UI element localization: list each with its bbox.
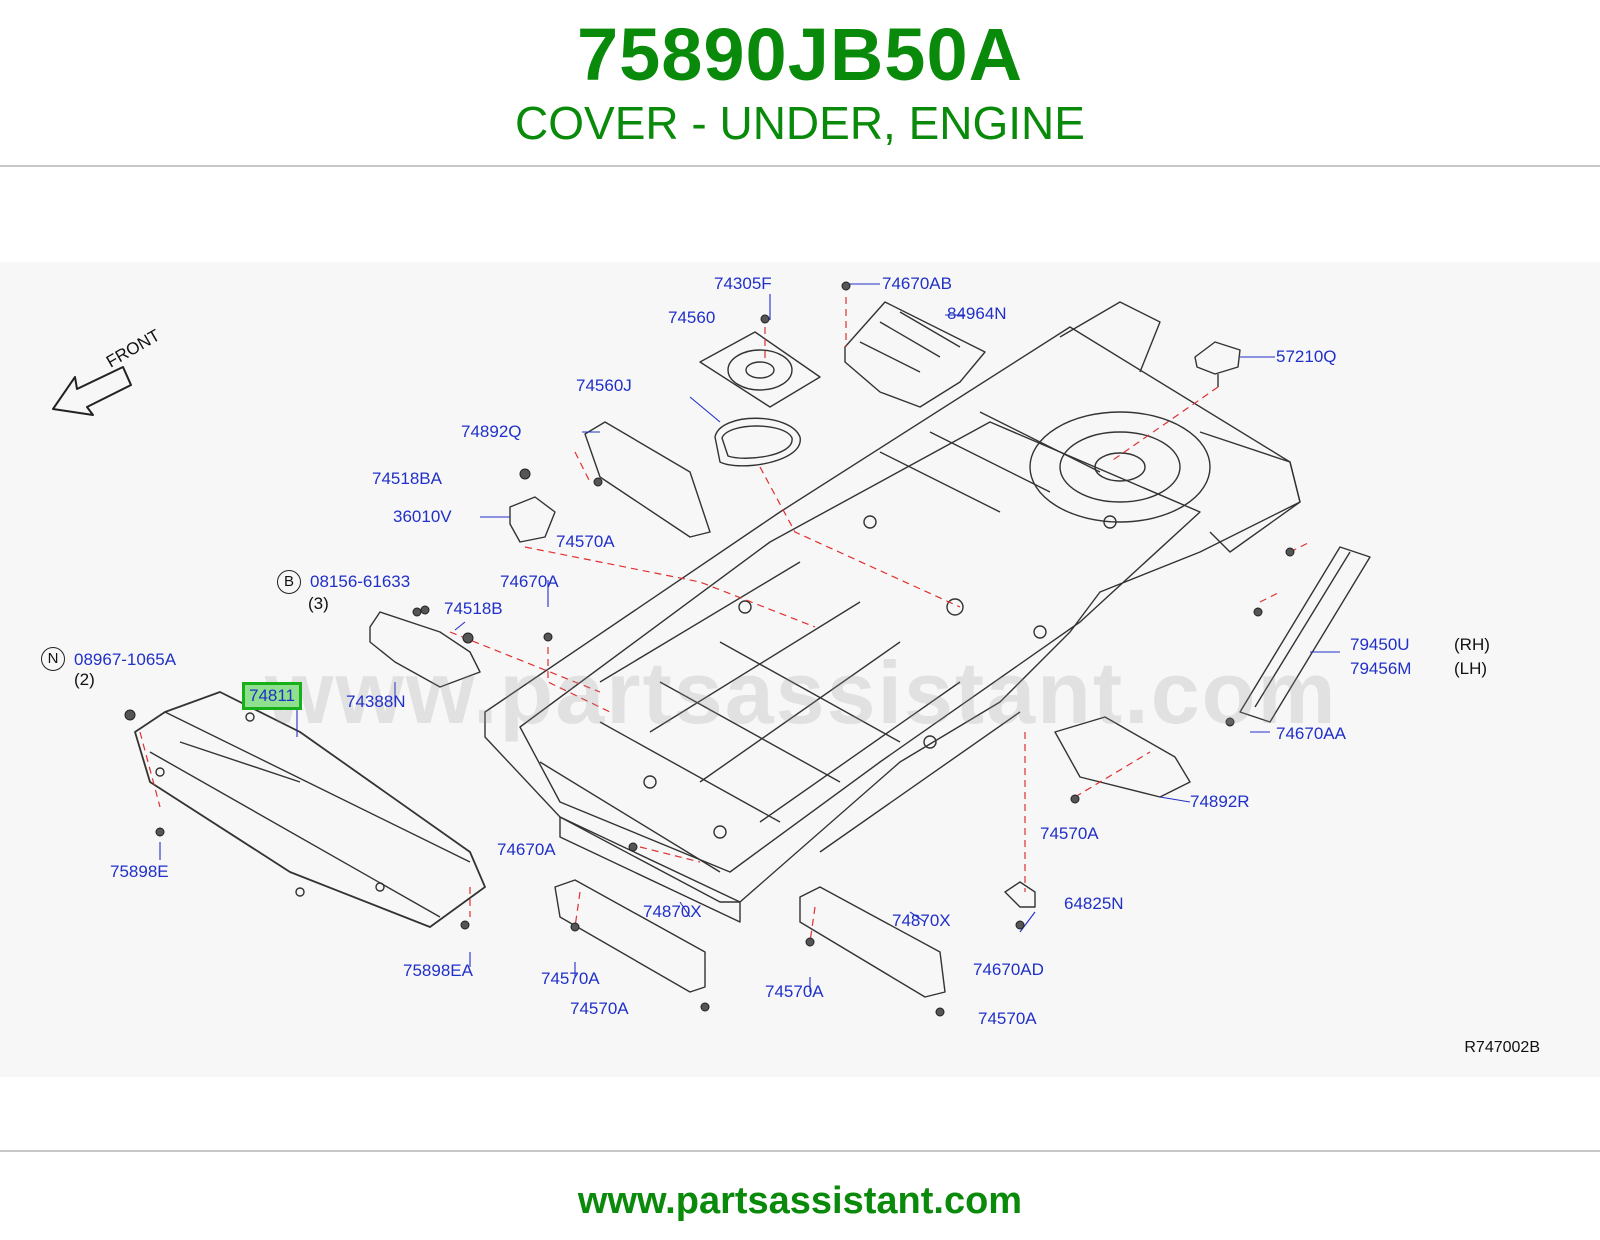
floor-pan-inner (519, 421, 1201, 873)
callout-74570A-right[interactable]: 74570A (1040, 824, 1099, 843)
callout-74670AB[interactable]: 74670AB (882, 274, 952, 293)
quantity-08156: (3) (308, 594, 329, 613)
callout-79450U[interactable]: 79450U (1350, 635, 1410, 654)
callout-75898E[interactable]: 75898E (110, 862, 169, 881)
callout-08156-61633[interactable]: 08156-61633 (310, 572, 411, 591)
pan-74560 (699, 331, 821, 408)
side-rh: (RH) (1454, 635, 1490, 654)
callout-74670A-lower[interactable]: 74670A (497, 840, 556, 859)
callout-74305F[interactable]: 74305F (714, 274, 772, 293)
callout-74388N[interactable]: 74388N (346, 692, 406, 711)
nut-57210Q (1194, 341, 1241, 375)
floor-pan-outline (484, 326, 1301, 903)
callout-74892R[interactable]: 74892R (1190, 792, 1250, 811)
callout-74892Q[interactable]: 74892Q (461, 422, 522, 441)
rail-74870X-left (554, 879, 706, 993)
bracket-74892Q (584, 421, 711, 538)
callout-74560J[interactable]: 74560J (576, 376, 632, 395)
bracket-74388N (369, 611, 481, 688)
clip-64825N (1004, 881, 1036, 908)
callout-74670AD[interactable]: 74670AD (973, 960, 1044, 979)
callout-74518B[interactable]: 74518B (444, 599, 503, 618)
callout-57210Q[interactable]: 57210Q (1276, 347, 1337, 366)
callout-84964N[interactable]: 84964N (947, 304, 1007, 323)
callout-74670AA[interactable]: 74670AA (1276, 724, 1346, 743)
callout-74870X-left[interactable]: 74870X (643, 902, 702, 921)
callout-74570A-upper[interactable]: 74570A (556, 532, 615, 551)
callout-36010V[interactable]: 36010V (393, 507, 452, 526)
diagram-drawing (124, 281, 1371, 1017)
page-header: 75890JB50A COVER - UNDER, ENGINE (0, 0, 1600, 170)
header-divider (0, 165, 1600, 167)
callout-79456M[interactable]: 79456M (1350, 659, 1412, 678)
callout-74670A-upper[interactable]: 74670A (500, 572, 559, 591)
under-cover-74811 (134, 691, 486, 928)
footer-divider (0, 1150, 1600, 1152)
circle-mark-n: N (41, 647, 65, 671)
bracket-36010V (509, 496, 556, 543)
callout-75898EA[interactable]: 75898EA (403, 961, 473, 980)
quantity-08967: (2) (74, 670, 95, 689)
watermark: www.partsassistant.com (265, 643, 1338, 742)
circle-mark-b: B (277, 570, 301, 594)
callout-74518BA[interactable]: 74518BA (372, 469, 442, 488)
parts-diagram: FRONT www.partsassistant.com 74305F 7467… (0, 262, 1600, 1077)
bracket-74892R (1054, 716, 1191, 798)
callout-08967-1065A[interactable]: 08967-1065A (74, 650, 177, 669)
heat-shield-84964N (844, 301, 986, 408)
callout-74870X-right[interactable]: 74870X (892, 911, 951, 930)
callout-74560[interactable]: 74560 (668, 308, 716, 327)
footer-website-link[interactable]: www.partsassistant.com (577, 1180, 1023, 1222)
part-description: COVER - UNDER, ENGINE (515, 97, 1085, 149)
gasket-74560J (714, 417, 801, 467)
callout-74811-highlighted[interactable]: 74811 (242, 682, 303, 710)
part-number-title: 75890JB50A (576, 13, 1024, 96)
callout-74570A-bottom-left[interactable]: 74570A (570, 999, 629, 1018)
callout-74570A-rail-left[interactable]: 74570A (541, 969, 600, 988)
rail-74870X-right (799, 886, 946, 998)
callout-74570A-bottom-right[interactable]: 74570A (978, 1009, 1037, 1028)
callout-74570A-rail-right[interactable]: 74570A (765, 982, 824, 1001)
side-lh: (LH) (1454, 659, 1488, 678)
callout-64825N[interactable]: 64825N (1064, 894, 1124, 913)
front-arrow-icon (52, 366, 132, 416)
diagram-reference-code: R747002B (1464, 1039, 1540, 1056)
member-79450U (1239, 546, 1371, 723)
